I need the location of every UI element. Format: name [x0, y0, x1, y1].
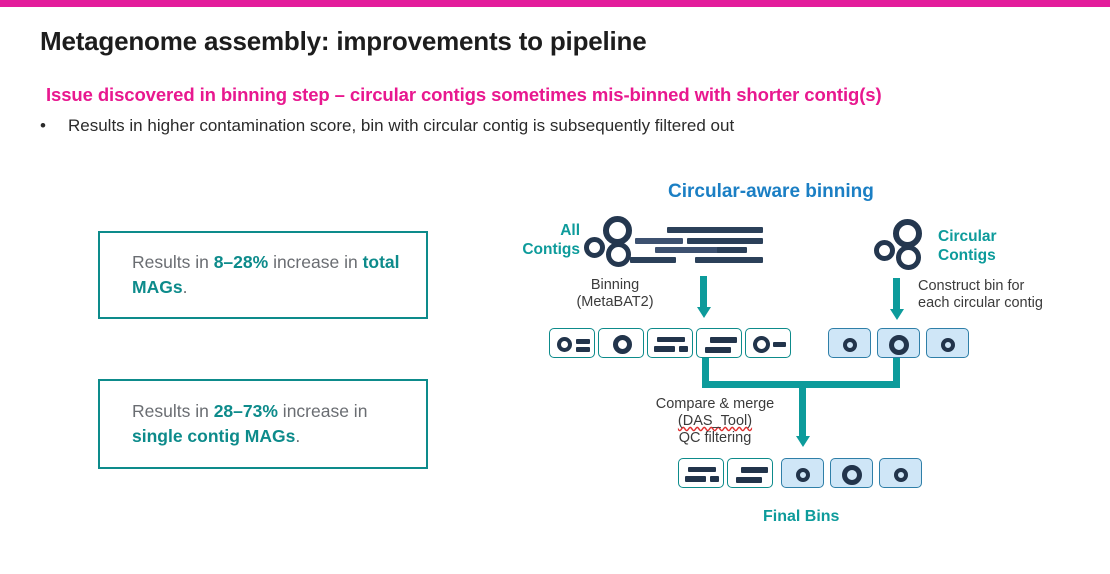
callout2-highlight-metric: single contig MAGs — [132, 426, 296, 446]
merge-note-line2: (DAS_Tool) — [677, 413, 753, 429]
callout-single-contig-mags-text: Results in 28–73% increase in single con… — [132, 399, 408, 449]
circle-icon-medium-bottom — [606, 242, 631, 267]
binning-note-line2: (MetaBAT2) — [576, 294, 654, 310]
callout-total-mags-text: Results in 8–28% increase in total MAGs. — [132, 250, 408, 300]
bin-circle-icon — [941, 338, 955, 352]
final-bin-two-bars[interactable] — [727, 458, 773, 488]
bin-circle-icon — [796, 468, 810, 482]
circle-icon-small-left — [584, 237, 605, 258]
merge-note-line3: QC filtering — [678, 430, 752, 446]
compare-merge-note: Compare & merge (DAS_Tool) QC filtering — [645, 396, 785, 447]
binning-arrow-shaft — [700, 276, 707, 308]
callout1-highlight-percent: 8–28% — [213, 252, 269, 272]
bin-circle-icon — [894, 468, 908, 482]
final-bin-circular-3[interactable] — [879, 458, 922, 488]
all-contigs-label-line2: Contigs — [522, 241, 580, 258]
circle-icon-large-top — [603, 216, 632, 245]
bin-circle-icon — [843, 338, 857, 352]
construct-arrow-shaft — [893, 278, 900, 310]
callout1-prefix: Results in — [132, 252, 214, 272]
circular-circle-icon-large-top — [893, 219, 922, 248]
contig-bar-6 — [630, 257, 676, 263]
bin-bar-2 — [705, 347, 731, 353]
bin-bar-2 — [576, 347, 590, 352]
callout-single-contig-mags: Results in 28–73% increase in single con… — [98, 379, 428, 469]
callout2-suffix: . — [295, 426, 301, 446]
final-bin-circular-2[interactable] — [830, 458, 873, 488]
bin-bar-2 — [685, 476, 706, 482]
bin-bar-3 — [710, 476, 719, 482]
all-contigs-label: All Contigs — [514, 221, 580, 259]
contig-bar-7 — [695, 257, 763, 263]
callout1-highlight-metric: total MAGs — [132, 252, 400, 297]
callout2-prefix: Results in — [132, 401, 214, 421]
bin-bar-1 — [688, 467, 716, 472]
construct-note-line2: each circular contig — [918, 295, 1043, 311]
merge-arrow-head — [795, 436, 810, 447]
callout-total-mags: Results in 8–28% increase in total MAGs. — [98, 231, 428, 319]
binning-note-line1: Binning — [590, 277, 640, 293]
bin-circle-icon — [889, 335, 909, 355]
circular-contigs-label: Circular Contigs — [938, 227, 1028, 265]
bracket-down-shaft — [799, 381, 806, 437]
bullet-row: • Results in higher contamination score, … — [40, 116, 734, 136]
callout2-middle: increase in — [277, 401, 368, 421]
bin-circle-icon — [842, 465, 862, 485]
callout2-highlight-percent: 28–73% — [213, 401, 278, 421]
bin-circle-plus-bar[interactable] — [745, 328, 791, 358]
bin-bar-1 — [710, 337, 737, 343]
circular-circle-icon-medium-bottom — [896, 245, 921, 270]
bin-bar-2 — [736, 477, 762, 483]
page-title: Metagenome assembly: improvements to pip… — [40, 26, 647, 56]
merge-note-line1: Compare & merge — [655, 396, 775, 412]
bracket-left-stem — [702, 358, 709, 387]
final-bin-circular-1[interactable] — [781, 458, 824, 488]
contig-bar-3 — [687, 238, 763, 244]
final-bins-label: Final Bins — [763, 508, 840, 525]
construct-note-line1: Construct bin for — [918, 278, 1025, 294]
bullet-text: Results in higher contamination score, b… — [68, 116, 735, 135]
contig-bar-5 — [717, 247, 747, 253]
bin-circle-icon — [557, 337, 572, 352]
bin-circular-small-2[interactable] — [926, 328, 969, 358]
all-contigs-label-line1: All — [560, 222, 580, 239]
circular-circle-icon-small-left — [874, 240, 895, 261]
subtitle-text: Issue discovered in binning step – circu… — [46, 84, 882, 105]
bin-three-bars[interactable] — [647, 328, 693, 358]
contig-bar-2 — [635, 238, 683, 244]
bin-circular-large[interactable] — [877, 328, 920, 358]
circular-contigs-label-line1: Circular — [938, 228, 997, 245]
contig-bar-1 — [667, 227, 763, 233]
callout1-middle: increase in — [268, 252, 363, 272]
bin-circle-icon — [753, 336, 770, 353]
bin-circular-small[interactable] — [828, 328, 871, 358]
top-accent-bar — [0, 0, 1110, 7]
bin-circle-plus-two-bars[interactable] — [549, 328, 595, 358]
bullet-marker: • — [40, 116, 46, 135]
circular-contigs-label-line2: Contigs — [938, 247, 996, 264]
construct-arrow-head — [889, 309, 904, 320]
bin-bar-2 — [654, 346, 675, 352]
final-bin-three-bars[interactable] — [678, 458, 724, 488]
bin-bar-1 — [773, 342, 786, 347]
bracket-right-stem — [893, 358, 900, 387]
contig-bar-4 — [655, 247, 723, 253]
callout1-suffix: . — [182, 277, 188, 297]
bin-circle-only[interactable] — [598, 328, 644, 358]
bin-bar-3 — [679, 346, 688, 352]
binning-arrow-head — [696, 307, 711, 318]
bin-two-bars[interactable] — [696, 328, 742, 358]
bin-bar-1 — [576, 339, 590, 344]
bin-bar-1 — [657, 337, 685, 342]
construct-bin-note: Construct bin for each circular contig — [918, 278, 1058, 312]
diagram-title: Circular-aware binning — [668, 181, 874, 202]
binning-step-note: Binning (MetaBAT2) — [570, 277, 660, 311]
bin-bar-1 — [741, 467, 768, 473]
bin-circle-icon — [613, 335, 632, 354]
